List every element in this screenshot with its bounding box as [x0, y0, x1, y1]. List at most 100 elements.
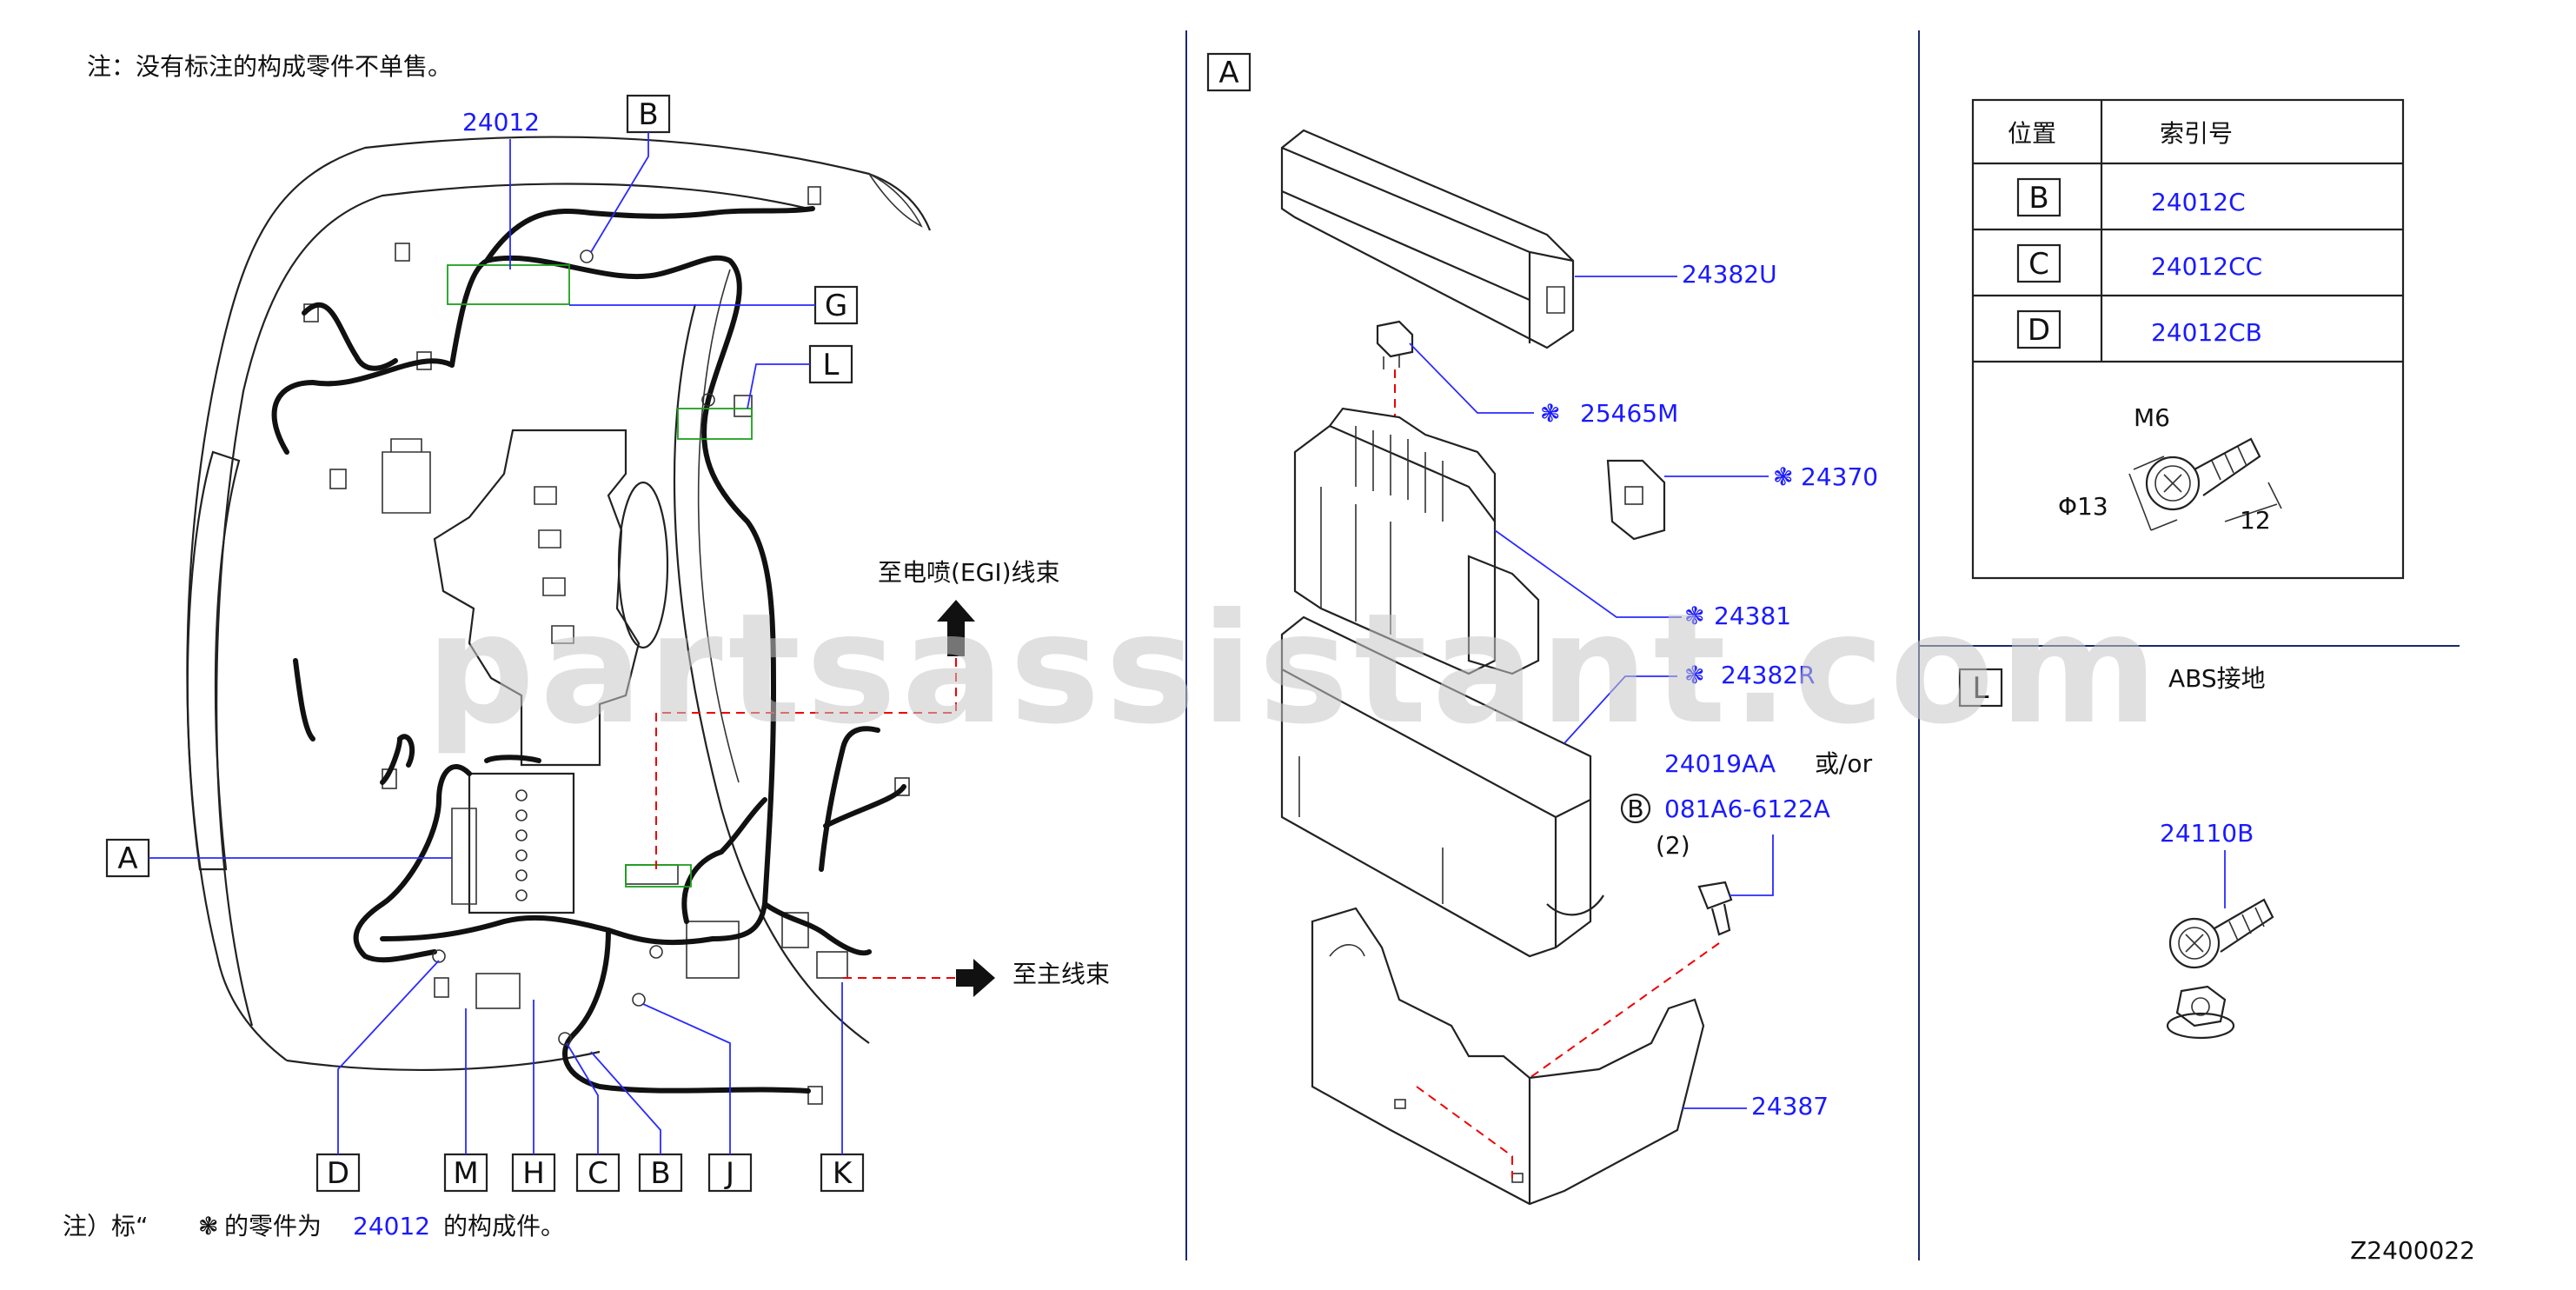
- assembly-symbol-icon-24382r: ❃: [1684, 661, 1704, 689]
- callout-j: J: [642, 1003, 753, 1193]
- part-number-24387: 24387: [1751, 1092, 1829, 1120]
- ground-point-l: [701, 393, 715, 407]
- table-cell-index: 24012C: [2151, 188, 2246, 216]
- table-cell-position: C: [2028, 247, 2049, 282]
- part-number-24110b: 24110B: [2160, 819, 2254, 848]
- bolt-spec-icon: [2128, 437, 2282, 531]
- bolt-icon: [1697, 881, 1733, 936]
- part-number-24019aa: 24019AA: [1664, 749, 1776, 778]
- wiring-harness: [271, 206, 906, 1094]
- part-number-24370: 24370: [1801, 462, 1878, 491]
- highlight-box-l: [677, 408, 753, 440]
- part-number-24382u: 24382U: [1682, 260, 1777, 289]
- svg-text:B: B: [638, 97, 658, 132]
- dash-bolt: [1529, 942, 1720, 1079]
- callout-b-bottom: B: [590, 1051, 683, 1193]
- svg-text:C: C: [588, 1156, 608, 1191]
- right-panel: 位置 索引号 B 24012C C 24012CC D 24012CB: [1958, 98, 2405, 1040]
- mini-fuse: [1376, 320, 1414, 369]
- left-panel: 注：没有标注的构成零件不单售。: [63, 52, 1110, 1240]
- or-label: 或/or: [1815, 749, 1873, 778]
- ground-point-c: [558, 1032, 572, 1046]
- svg-text:B: B: [650, 1156, 670, 1191]
- bottom-note-prefix: 注）标“: [63, 1212, 149, 1240]
- dash-to-egi: [655, 648, 957, 869]
- svg-text:A: A: [117, 841, 137, 876]
- bottom-note-part: 24012: [353, 1212, 430, 1240]
- arrow-up-icon: [937, 600, 975, 656]
- table-row: C 24012CC: [2016, 243, 2262, 283]
- dash-bracket: [1416, 1086, 1513, 1178]
- top-note: 注：没有标注的构成零件不单售。: [87, 52, 452, 81]
- part-number-24381: 24381: [1714, 602, 1791, 630]
- ground-bolt-icon: [2168, 898, 2274, 969]
- leader-bolt: [1730, 835, 1774, 896]
- svg-text:M: M: [453, 1156, 478, 1191]
- bottom-note-mid: 的零件为: [224, 1212, 322, 1240]
- callout-c: C: [566, 1042, 621, 1193]
- ground-point-mid: [649, 945, 663, 959]
- middle-panel: A 24382U ❃ 25465M ❃ 24370: [1206, 52, 1878, 1206]
- table-cell-position: B: [2028, 181, 2048, 216]
- assembly-symbol-icon-24381: ❃: [1684, 602, 1704, 630]
- table-cell-index: 24012CC: [2151, 252, 2262, 281]
- part-number-24012: 24012: [462, 108, 540, 136]
- detail-label-a: A: [1206, 52, 1251, 92]
- callout-g: G: [569, 285, 859, 325]
- ground-point-b-top: [580, 249, 594, 263]
- part-number-24382r: 24382R: [1721, 661, 1816, 689]
- callout-l: L: [747, 344, 853, 409]
- svg-text:K: K: [833, 1156, 853, 1191]
- bolt-thread-label: M6: [2134, 403, 2170, 432]
- index-table: 位置 索引号 B 24012C C 24012CC D 24012CB: [1971, 98, 2405, 580]
- flange-nut-icon: [2166, 985, 2235, 1040]
- watermark: partsassistant.com: [426, 582, 2163, 758]
- fuse-box-cover: [1280, 129, 1575, 349]
- to-main-harness-label: 至主线束: [1012, 960, 1110, 988]
- fuse-box-lower-cover: [1280, 615, 1604, 958]
- bottom-note-suffix: 的构成件。: [443, 1212, 565, 1240]
- svg-text:L: L: [823, 348, 840, 382]
- table-row: D 24012CB: [2016, 309, 2262, 349]
- svg-text:L: L: [1973, 671, 1989, 706]
- svg-text:H: H: [522, 1156, 545, 1191]
- callout-b-top: B: [590, 94, 671, 253]
- highlight-box-g: [447, 264, 570, 305]
- ground-point-j: [632, 993, 646, 1007]
- svg-text:J: J: [724, 1156, 734, 1191]
- table-cell-index: 24012CB: [2151, 318, 2262, 347]
- bolt-ref-circle: [1620, 793, 1651, 824]
- bolt-length-label: 12: [2240, 506, 2271, 535]
- table-row: B 24012C: [2016, 177, 2246, 217]
- fusible-link: [1606, 459, 1666, 541]
- assembly-symbol-icon-24370: ❃: [1773, 462, 1793, 491]
- diagram-id: Z2400022: [2350, 1236, 2475, 1265]
- highlight-box-egi: [625, 864, 692, 888]
- table-header-index: 索引号: [2160, 119, 2233, 148]
- leader-24382r: [1564, 675, 1677, 744]
- part-number-25465m: 25465M: [1580, 399, 1678, 428]
- part-number-081a6-6122a: 081A6-6122A: [1664, 795, 1830, 823]
- detail-label-l: L: [1958, 668, 2003, 708]
- leader-24381: [1494, 529, 1682, 618]
- callout-a-left: A: [105, 838, 452, 878]
- ground-point-d: [432, 949, 446, 963]
- assembly-symbol-icon: ❃: [198, 1212, 218, 1240]
- fuse-block: [1293, 407, 1540, 675]
- callout-m: M: [443, 1008, 488, 1193]
- callout-h: H: [511, 1000, 556, 1193]
- bolt-head-dia-label: Φ13: [2058, 492, 2108, 521]
- bolt-ref-label: B: [1627, 795, 1643, 823]
- svg-text:D: D: [327, 1156, 349, 1191]
- leader-25465m: [1409, 342, 1534, 414]
- callout-k: K: [820, 982, 865, 1193]
- mounting-bracket: [1311, 907, 1705, 1206]
- table-header-position: 位置: [2008, 119, 2056, 148]
- svg-text:G: G: [825, 289, 847, 323]
- assembly-symbol-icon-25465m: ❃: [1540, 399, 1560, 428]
- table-cell-position: D: [2028, 313, 2050, 348]
- bolt-quantity: (2): [1656, 831, 1690, 860]
- arrow-right-icon: [956, 959, 995, 997]
- svg-text:A: A: [1218, 56, 1238, 90]
